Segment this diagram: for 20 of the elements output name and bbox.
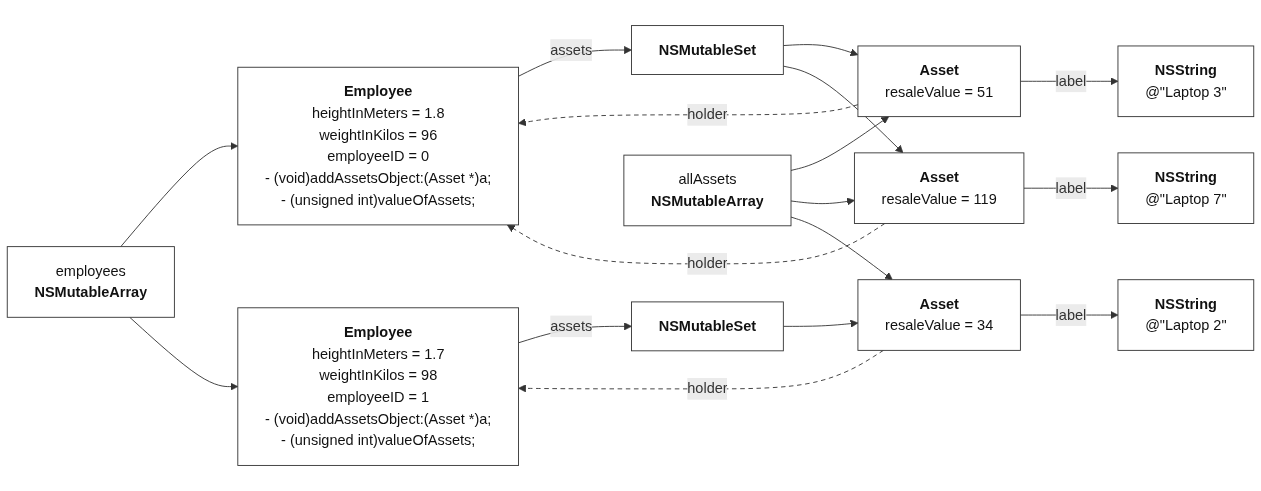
- node-box: NSMutableSet: [631, 25, 784, 75]
- edge-label: holder: [687, 255, 728, 272]
- node-box: Asset resaleValue = 34: [857, 279, 1021, 351]
- edge-label: label: [1055, 306, 1087, 323]
- edge-label: label: [1055, 73, 1087, 89]
- node-box: NSString @"Laptop 7": [1117, 152, 1255, 224]
- node-box: NSString @"Laptop 3": [1117, 45, 1255, 118]
- edge-label: label: [1055, 180, 1087, 196]
- edge-label: holder: [687, 106, 728, 123]
- node-box: Employee heightInMeters = 1.7 weightInKilos = 98 employeeID = 1 - (void)addAssetsObject:(Asset *)a; - (unsigned int)valueOfAssets;: [237, 307, 519, 466]
- node-box: Employee heightInMeters = 1.8 weightInKilos = 96 employeeID = 0 - (void)addAssetsObject:(Asset *)a; - (unsigned int)valueOfAssets;: [237, 66, 519, 226]
- node-box: Asset resaleValue = 119: [853, 152, 1025, 224]
- node-box: NSMutableSet: [631, 301, 784, 352]
- edge-label: holder: [687, 380, 728, 397]
- node-box: allAssets NSMutableArray: [623, 154, 792, 227]
- node-box: Asset resaleValue = 51: [857, 45, 1021, 118]
- node-box: NSString @"Laptop 2": [1117, 279, 1255, 351]
- edge-label: assets: [550, 318, 593, 334]
- node-box: employees NSMutableArray: [6, 246, 175, 318]
- edge-label: assets: [550, 41, 593, 58]
